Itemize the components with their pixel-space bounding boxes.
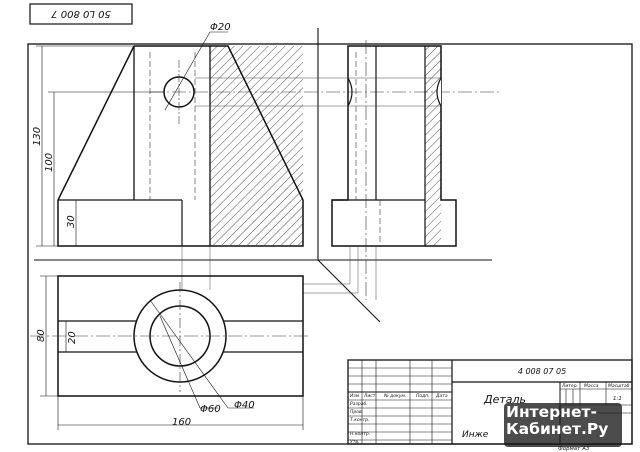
row-razrab: Разраб.: [350, 401, 368, 407]
title-block-text: 4 008 07 05 Деталь Инже Изм Лист № докум…: [350, 367, 630, 445]
part-name: Деталь: [483, 393, 526, 406]
dim-hole-diameter: Φ20: [210, 22, 231, 33]
top-view-dimensions: [40, 275, 304, 430]
sheet-format: Формат А3: [558, 446, 590, 452]
top-view: Φ60 Φ40: [30, 275, 310, 415]
col-sign: Подп.: [416, 393, 430, 399]
col-list: Лист: [363, 393, 376, 399]
front-view: Φ20: [57, 22, 500, 247]
projection-lines: [34, 28, 492, 323]
dim-bore-40: Φ40: [234, 400, 255, 411]
front-view-dimensions: [36, 45, 164, 247]
row-prov: Пров.: [350, 409, 363, 415]
col-izm: Изм: [350, 393, 360, 399]
dim-bore-60: Φ60: [200, 404, 221, 415]
dim-width-160: 160: [172, 417, 191, 428]
dim-height-80: 80: [36, 329, 47, 342]
row-utv: Утв.: [350, 439, 359, 445]
watermark: Интернет- Кабинет.Ру: [506, 404, 622, 438]
watermark-shadow: [504, 403, 622, 447]
mass-label: Масса: [584, 383, 599, 389]
dim-height-30: 30: [66, 215, 77, 228]
lit-label: Литер.: [561, 383, 578, 389]
organization-name: Инже: [462, 430, 489, 440]
row-tkontr: Т.контр.: [350, 417, 370, 423]
watermark-line-1: Интернет-: [506, 403, 597, 421]
row-nkontr: Н.контр.: [350, 431, 370, 437]
designation: 4 008 07 05: [518, 367, 566, 376]
col-date: Дата: [435, 393, 448, 399]
title-block: [347, 359, 633, 445]
watermark-line-2: Кабинет.Ру: [506, 420, 609, 438]
scale-value: 1:1: [613, 396, 622, 402]
side-view: [331, 40, 457, 300]
stamp-text: 50 L0 800 7: [51, 8, 111, 19]
scale-label: Масштаб: [608, 383, 630, 389]
col-doc: № докум.: [383, 393, 406, 399]
dim-height-100: 100: [44, 153, 55, 172]
dim-width-20: 20: [67, 331, 78, 344]
dim-height-130: 130: [32, 127, 43, 146]
stamp-box: [29, 3, 133, 25]
drawing-frame: 50 L0 800 7: [27, 3, 633, 445]
